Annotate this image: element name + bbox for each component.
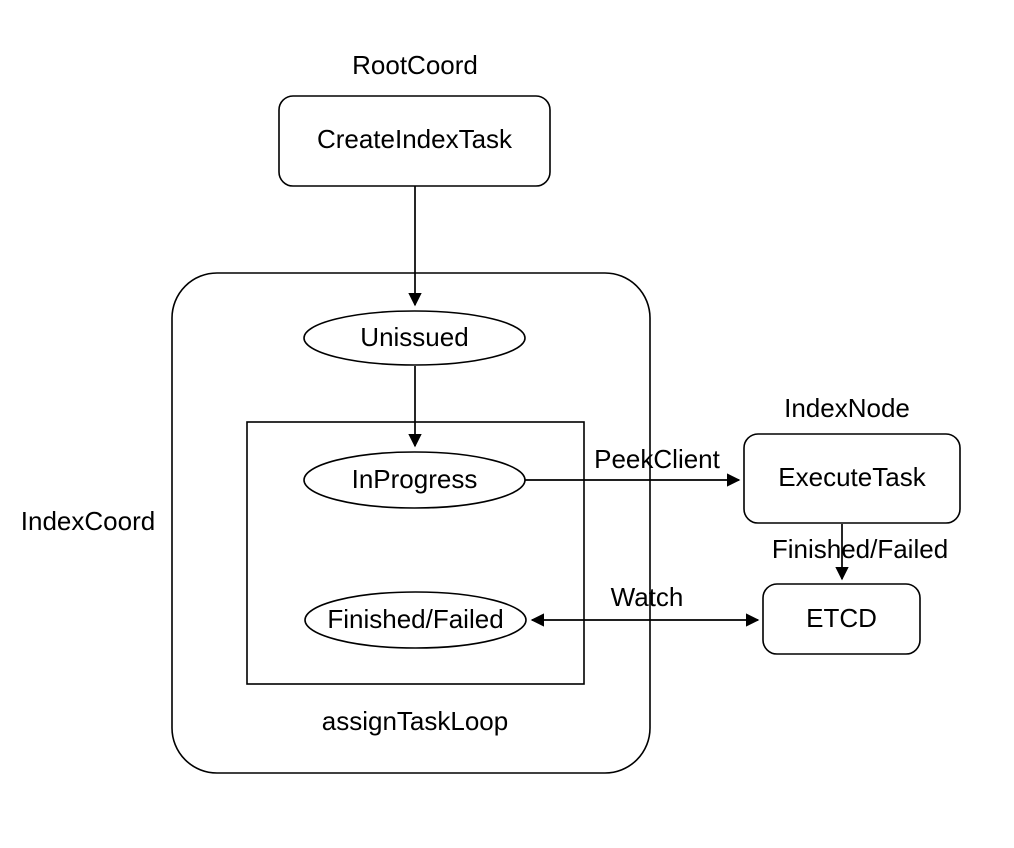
- node-finished-failed[interactable]: [304, 591, 527, 649]
- node-label-finished-failed: Finished/Failed: [327, 604, 503, 634]
- group-label-index-coord: IndexCoord: [21, 506, 155, 536]
- caption-root-coord: RootCoord: [352, 50, 478, 80]
- edge-label-finished-failed: Finished/Failed: [772, 534, 948, 564]
- node-in-progress[interactable]: [303, 451, 526, 509]
- node-label-create-index-task: CreateIndexTask: [317, 124, 513, 154]
- edge-label-peek-client: PeekClient: [594, 444, 721, 474]
- node-label-unissued: Unissued: [360, 322, 468, 352]
- node-label-execute-task: ExecuteTask: [778, 462, 926, 492]
- node-label-etcd: ETCD: [806, 603, 877, 633]
- node-unissued[interactable]: [303, 310, 526, 366]
- caption-index-node: IndexNode: [784, 393, 910, 423]
- node-create-index-task[interactable]: [278, 95, 551, 187]
- group-label-assign-task-loop: assignTaskLoop: [322, 706, 508, 736]
- node-execute-task[interactable]: [743, 433, 961, 524]
- group-index-coord: [171, 272, 651, 774]
- node-label-in-progress: InProgress: [352, 464, 478, 494]
- node-etcd[interactable]: [762, 583, 921, 655]
- edge-label-watch: Watch: [611, 582, 684, 612]
